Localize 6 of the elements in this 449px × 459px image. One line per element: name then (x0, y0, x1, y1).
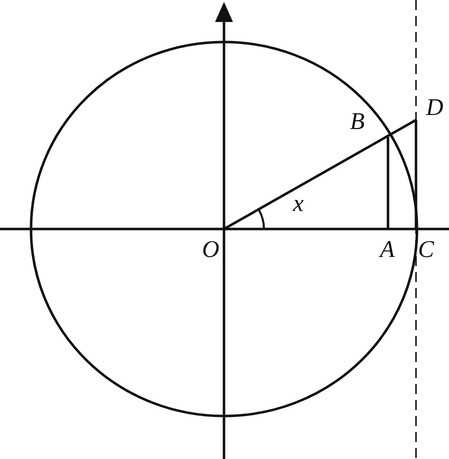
point-label: D (426, 96, 444, 120)
point-label: B (350, 110, 365, 134)
point-label: C (418, 238, 434, 262)
angle-label: x (293, 192, 304, 216)
point-label: O (202, 238, 220, 262)
point-label: A (380, 238, 395, 262)
